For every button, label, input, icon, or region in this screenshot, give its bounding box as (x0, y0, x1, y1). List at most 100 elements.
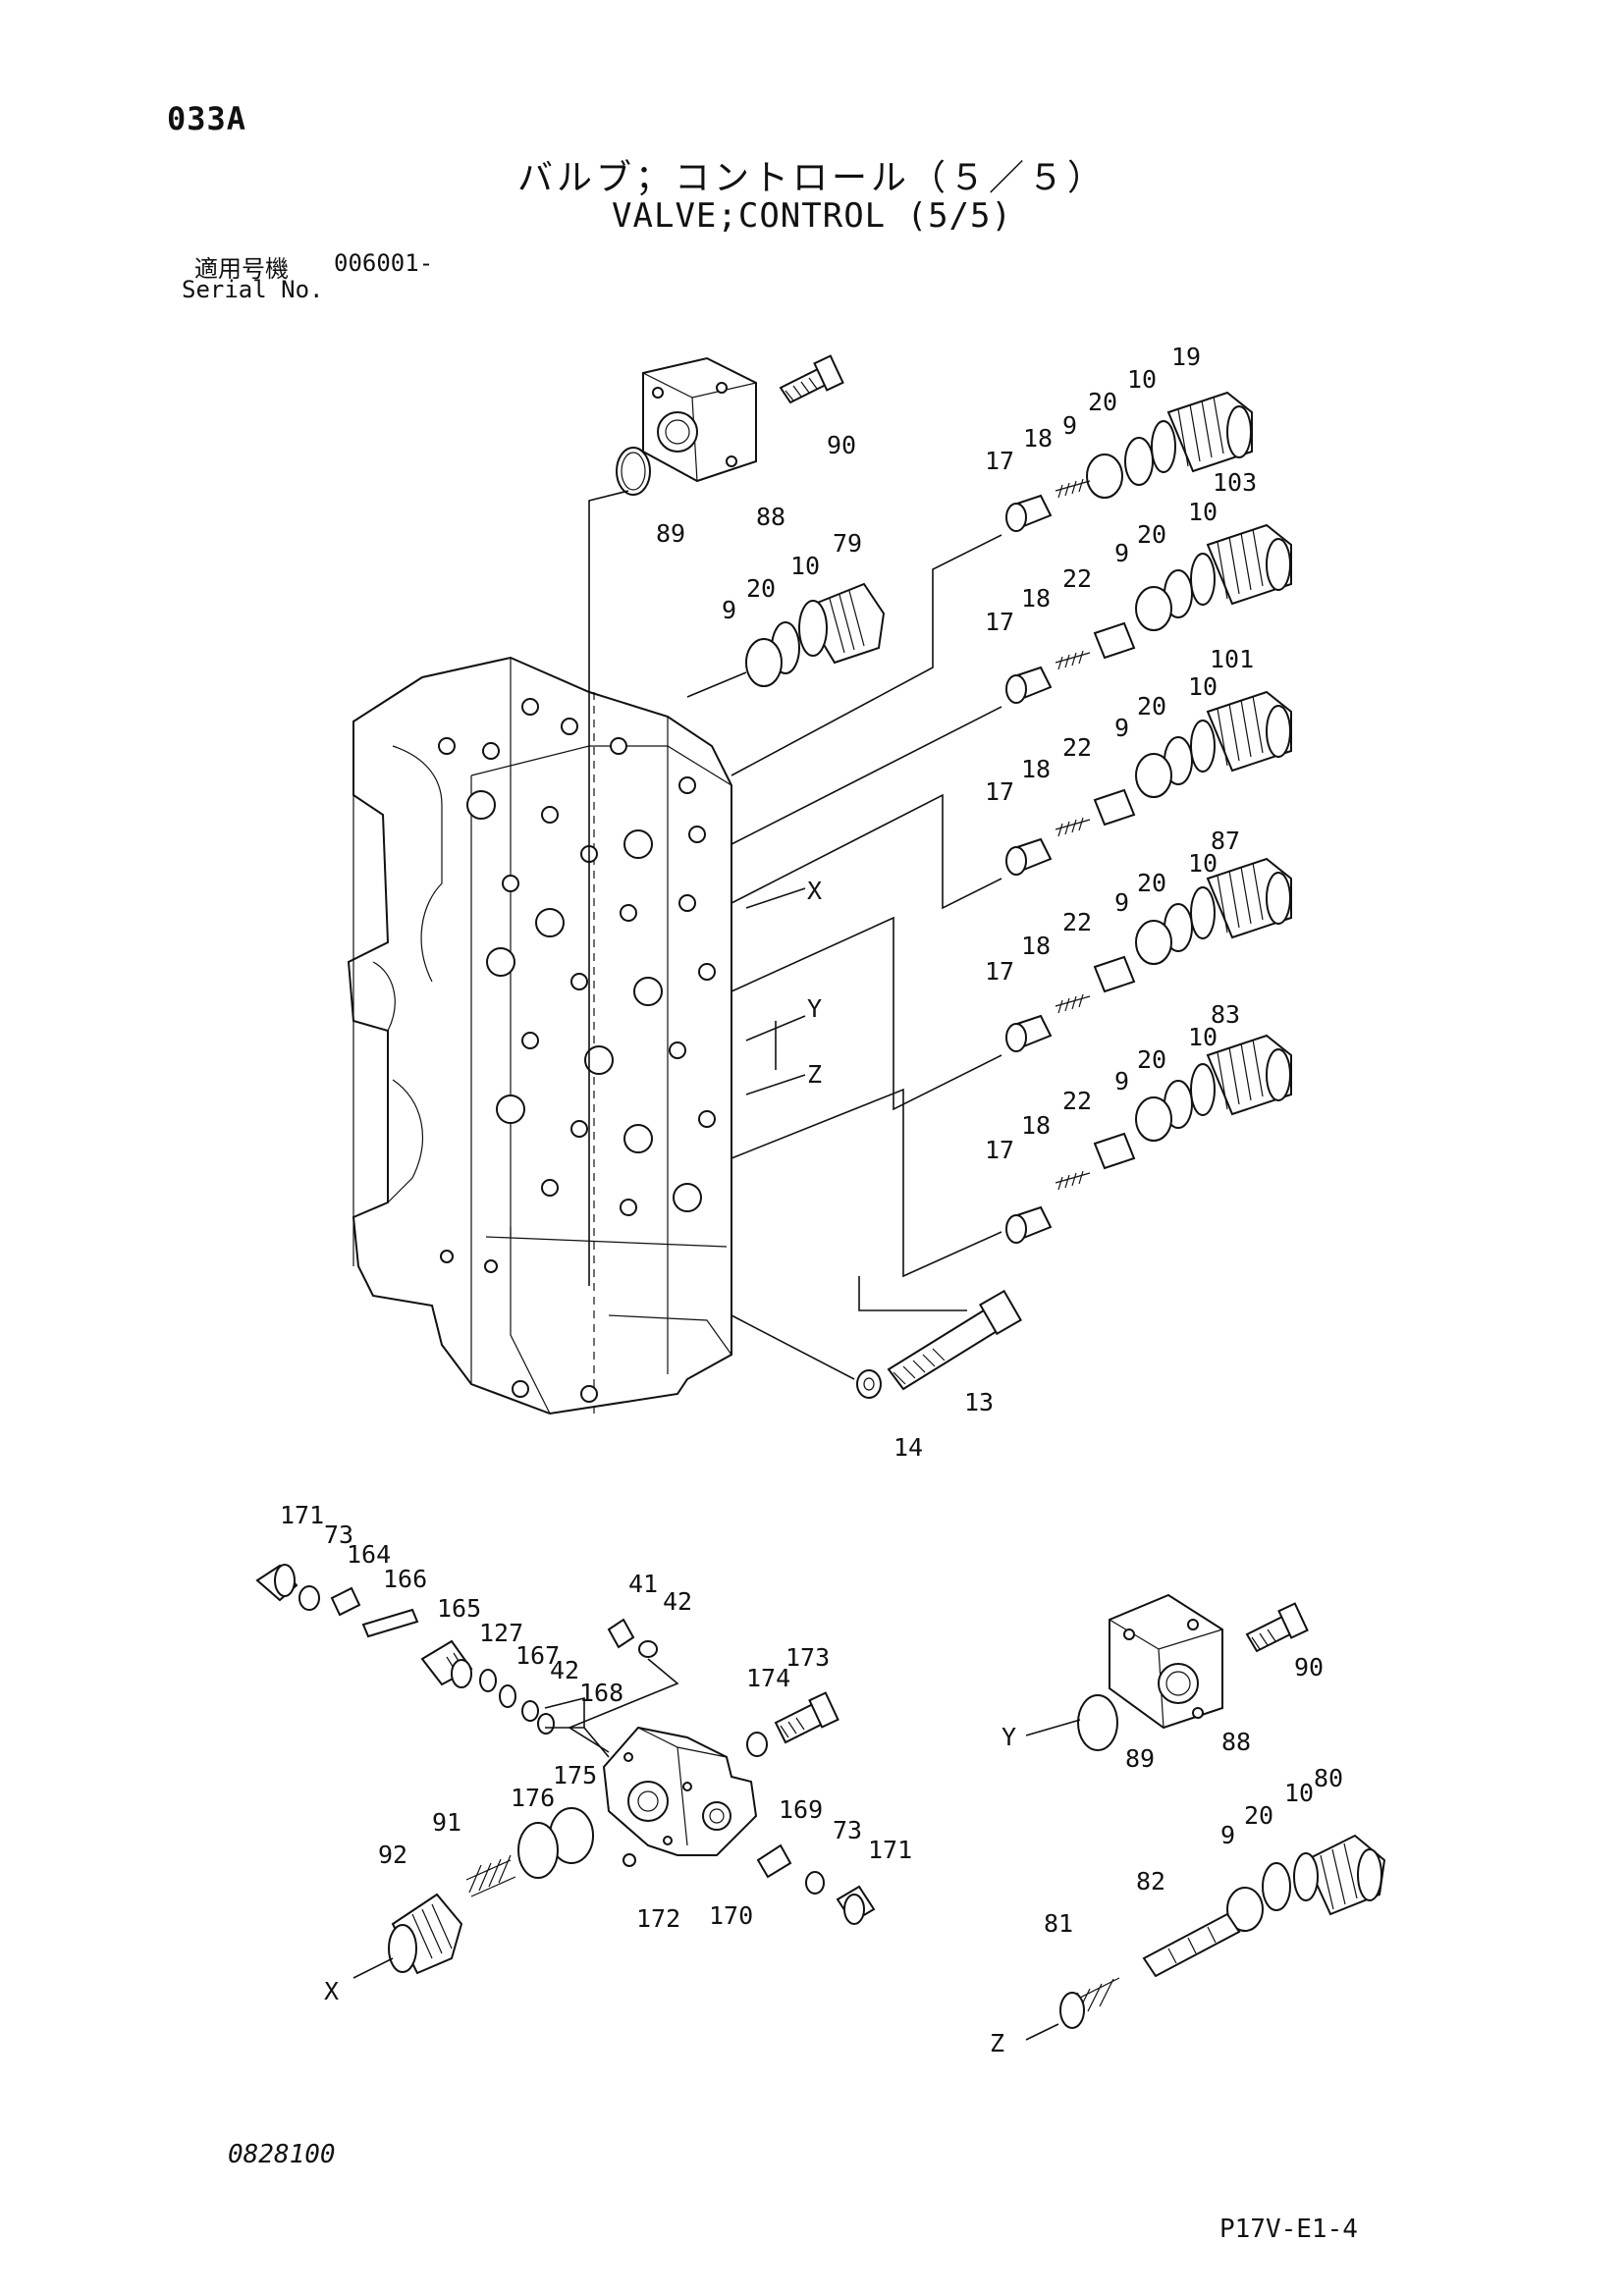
oring-20-80 (1262, 1862, 1291, 1911)
callout-18: 18 (1021, 1111, 1051, 1140)
sleeve-22-87 (1093, 955, 1136, 993)
callout-10: 10 (1284, 1779, 1314, 1807)
callout-173: 173 (785, 1643, 830, 1672)
leader-lines-upper (588, 490, 1002, 1380)
piston-17-101 (1005, 837, 1053, 876)
title-japanese: バルブ；コントロール（５／５） (516, 158, 1107, 198)
oring-10-101 (1190, 720, 1216, 773)
callout-82: 82 (1136, 1867, 1165, 1896)
callout-17: 17 (985, 777, 1014, 806)
callout-73: 73 (833, 1816, 862, 1844)
callout-127: 127 (479, 1619, 523, 1647)
callout-19: 19 (1171, 343, 1201, 371)
cap-87 (1206, 857, 1292, 939)
callout-167: 167 (515, 1641, 560, 1670)
callout-42: 42 (663, 1587, 692, 1616)
oring-42-right (638, 1640, 658, 1658)
cap-103 (1206, 523, 1292, 606)
oring-10-19 (1151, 420, 1176, 473)
callout-10: 10 (1188, 849, 1218, 878)
callout-89: 89 (656, 519, 685, 548)
bolt-173 (774, 1691, 839, 1744)
ring-176 (517, 1822, 559, 1879)
sleeve-22-83 (1093, 1132, 1136, 1170)
callout-101: 101 (1210, 645, 1254, 673)
callout-20: 20 (1137, 520, 1166, 549)
callout-Y: Y (807, 994, 822, 1023)
callout-10: 10 (1188, 672, 1218, 701)
spring-18-103 (1055, 650, 1091, 670)
callout-80: 80 (1314, 1764, 1343, 1792)
serial-label-english: Serial No. (182, 276, 324, 303)
oring-89-lower (1077, 1694, 1118, 1751)
callout-92: 92 (378, 1841, 407, 1869)
oring-167 (499, 1684, 516, 1708)
flange-lower (1109, 1593, 1223, 1730)
spring-18-19 (1055, 478, 1091, 499)
callout-166: 166 (383, 1565, 427, 1593)
callout-18: 18 (1023, 424, 1053, 453)
valve-body (347, 656, 732, 1415)
callout-22: 22 (1062, 908, 1092, 936)
leader-lines-lower-right (1025, 1719, 1081, 2041)
callout-14: 14 (893, 1433, 923, 1462)
oring-10-87 (1190, 886, 1216, 939)
callout-20: 20 (746, 574, 776, 603)
callout-171: 171 (868, 1836, 912, 1864)
callout-42: 42 (550, 1656, 579, 1684)
pin-166 (361, 1608, 419, 1638)
callout-10: 10 (1188, 498, 1218, 526)
body-170 (602, 1726, 758, 1856)
spool-82 (1142, 1912, 1241, 1978)
callout-164: 164 (347, 1540, 391, 1569)
callout-22: 22 (1062, 733, 1092, 762)
washer-174 (746, 1732, 768, 1757)
callout-175: 175 (553, 1761, 597, 1789)
callout-103: 103 (1213, 468, 1257, 497)
spring-18-87 (1055, 993, 1091, 1014)
page-code: 033A (167, 100, 247, 137)
callout-87: 87 (1211, 827, 1240, 855)
callout-169: 169 (779, 1795, 823, 1824)
sheet-code: P17V-E1-4 (1219, 2215, 1358, 2244)
ring-9-103 (1135, 586, 1172, 631)
callout-10: 10 (1188, 1023, 1218, 1051)
callout-22: 22 (1062, 1087, 1092, 1115)
callout-89: 89 (1125, 1744, 1155, 1773)
piston-17-83 (1005, 1205, 1053, 1244)
callout-Z: Z (990, 2029, 1004, 2057)
bolt-90-lower (1245, 1602, 1309, 1653)
washer-14 (856, 1369, 882, 1399)
callout-labels: 19 10 20 9 18 17 90 88 89 103 10 20 9 22… (280, 343, 1343, 2057)
callout-81: 81 (1044, 1909, 1073, 1938)
oring-89-upper (616, 447, 651, 496)
callout-174: 174 (746, 1664, 790, 1692)
spool-165 (420, 1639, 473, 1688)
spring-91 (465, 1854, 516, 1897)
cap-92 (388, 1893, 463, 1975)
callout-10: 10 (1127, 365, 1157, 394)
callout-18: 18 (1021, 932, 1051, 960)
spring-18-101 (1055, 817, 1091, 837)
cap-83 (1206, 1034, 1292, 1116)
callout-20: 20 (1088, 388, 1117, 416)
callout-X: X (807, 877, 822, 905)
callout-22: 22 (1062, 564, 1092, 593)
callout-20: 20 (1137, 692, 1166, 721)
screw-164 (330, 1586, 361, 1617)
callout-176: 176 (511, 1784, 555, 1812)
callout-91: 91 (432, 1808, 461, 1837)
oring-73-left (298, 1585, 320, 1611)
oring-20-19 (1124, 437, 1154, 486)
spring-81 (1059, 1977, 1120, 2029)
callout-18: 18 (1021, 584, 1051, 613)
callout-171: 171 (280, 1501, 324, 1529)
callout-73: 73 (324, 1521, 353, 1549)
oring-127 (479, 1669, 497, 1692)
callout-172: 172 (636, 1904, 680, 1933)
serial-value: 006001- (334, 249, 434, 277)
oring-168 (537, 1713, 555, 1735)
title-english: VALVE;CONTROL (5/5) (612, 196, 1012, 236)
callout-20: 20 (1137, 869, 1166, 897)
